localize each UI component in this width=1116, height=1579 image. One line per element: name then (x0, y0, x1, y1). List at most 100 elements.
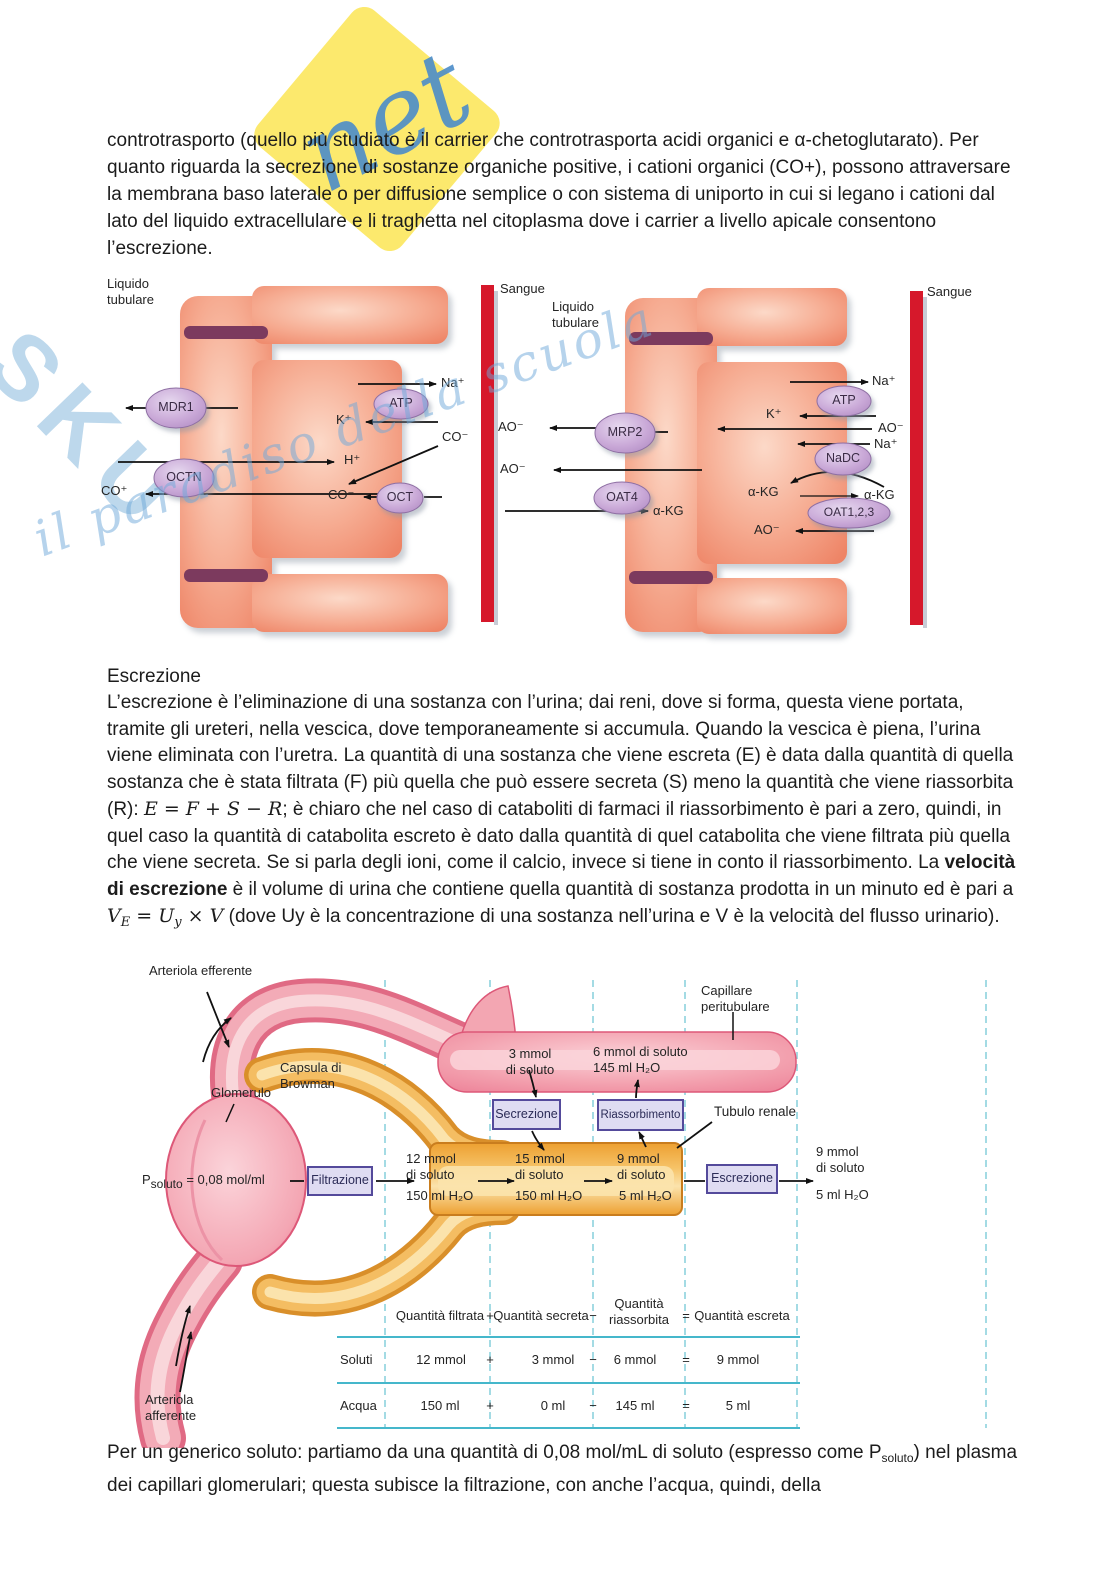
paragraph-1-text: controtrasporto (quello più studiato è i… (107, 130, 1011, 259)
cell-acqua-secreta: 0 ml (540, 1398, 566, 1413)
table-header-riassorbita: Quantità riassorbita (609, 1296, 669, 1327)
p-base: P (142, 1172, 151, 1187)
oct-label: OCT (386, 490, 414, 504)
na-top-label: Na⁺ (872, 373, 896, 388)
transporter-mrp2 (594, 412, 656, 454)
p-rest: = 0,08 mol/ml (182, 1172, 265, 1187)
na-mid-label: Na⁺ (874, 436, 898, 451)
mdr1-label: MDR1 (158, 400, 194, 414)
cell-acqua-filtrata: 150 ml (420, 1398, 460, 1413)
filtrazione-box (307, 1166, 373, 1196)
blood-label-right: Sangue (927, 284, 972, 299)
riassorbimento-box (597, 1099, 684, 1131)
tubulo-label: Tubulo renale (714, 1104, 797, 1119)
tubule-lumen-highlight (438, 1166, 674, 1196)
blood-bar-right (910, 291, 923, 625)
cell-acqua-riassorbita: 145 ml (615, 1398, 655, 1413)
secreted-amount-label: 3 mmol di soluto (505, 1046, 555, 1077)
f2-sub-y: y (174, 915, 182, 930)
cell-acqua-escreta: 5 ml (725, 1398, 751, 1413)
oat123-label: OAT1,2,3 (823, 505, 875, 519)
process-boxes (307, 1099, 778, 1196)
left-cell-shape (180, 286, 448, 632)
segment1-amount-label: 12 mmol di soluto (406, 1151, 456, 1182)
table-header-filtrata: Quantità filtrata (395, 1308, 485, 1323)
op-minus-r2: − (589, 1398, 597, 1413)
pump-atp-right (816, 385, 872, 417)
arteriola-afferente-label: Arteriola afferente (145, 1392, 197, 1423)
segment2-water-label: 150 ml H₂O (515, 1188, 583, 1203)
op-eq: = (682, 1308, 690, 1323)
section-heading: Escrezione (107, 666, 201, 687)
p3-b: ) nel plasma dei capillari glomerulari; … (107, 1442, 1018, 1496)
akg-in-label: α-KG (653, 503, 684, 518)
nadc-label: NaDC (825, 451, 861, 465)
table-rules (337, 1336, 800, 1429)
co-plus-label: CO⁺ (101, 483, 128, 498)
f2-eq-u: = U (130, 905, 175, 927)
op-plus-r2: + (486, 1398, 494, 1413)
capsula-label: Capsula di Browman (280, 1060, 342, 1091)
tight-junction (629, 332, 713, 345)
secrezione-label: Secrezione (495, 1107, 558, 1121)
op-eq-r2: = (682, 1398, 690, 1413)
p-sub: soluto (150, 1177, 183, 1191)
paragraph-controtrasporto: controtrasporto (quello più studiato è i… (107, 127, 1019, 262)
f2-times-v: × V (181, 905, 224, 927)
glomerulus-texture (190, 1119, 224, 1262)
segment1-water-label: 150 ml H₂O (406, 1188, 474, 1203)
capillare-label: Capillare peritubulare (701, 983, 770, 1014)
afferent-arteriole (134, 1237, 243, 1448)
cell-soluti-filtrata: 12 mmol (416, 1352, 466, 1367)
paragraph-generico-soluto: Per un generico soluto: partiamo da una … (107, 1437, 1019, 1501)
op-eq-r1: = (682, 1352, 690, 1367)
capillary-highlight (450, 1050, 780, 1070)
octn-label: OCTN (166, 470, 202, 484)
blood-bar-shadow (494, 291, 498, 625)
nephron-diagram (134, 978, 987, 1448)
table-header-escreta: Quantità escreta (694, 1308, 790, 1323)
cell-soluti-riassorbita: 6 mmol (613, 1352, 657, 1367)
cell-soluti-secreta: 3 mmol (531, 1352, 575, 1367)
transporter-oct (376, 482, 424, 514)
glomerulus (165, 1093, 307, 1267)
bold-velocita: velocità di escrezione (107, 852, 1016, 900)
segment3-water-label: 5 ml H₂O (619, 1188, 672, 1203)
p-soluto-label: Psoluto = 0,08 mol/ml (142, 1172, 265, 1191)
p2-end: (dove Uy è la concentrazione di una sost… (223, 906, 1000, 927)
p2-mid2: è il volume di urina che contiene quella… (227, 878, 1014, 900)
p3-a: Per un generico soluto: partiamo da una … (107, 1442, 882, 1463)
ao-bottom-label: AO⁻ (754, 522, 780, 537)
atp-right-label: ATP (832, 393, 856, 407)
co-minus-outer-label: CO⁻ (442, 429, 469, 444)
escrezione-label: Escrezione (711, 1171, 773, 1185)
row-label-acqua: Acqua (340, 1398, 377, 1413)
op-plus-r1: + (486, 1352, 494, 1367)
formula-ve: VE = Uy × V (107, 905, 224, 930)
mrp2-label: MRP2 (607, 425, 643, 439)
atp-left-label: ATP (389, 396, 413, 410)
formula-efsr: E = F + S − R (143, 798, 283, 820)
output-water-label: 5 ml H₂O (816, 1187, 869, 1202)
h-ion-label: H⁺ (344, 452, 361, 467)
ao-mid-label: AO⁻ (500, 461, 526, 476)
output-amount-label: 9 mmol di soluto (816, 1144, 865, 1175)
co-minus-inner-label: CO⁻ (328, 487, 355, 502)
riassorbimento-label: Riassorbimento (600, 1109, 681, 1121)
blood-label-left: Sangue (500, 281, 545, 296)
secrezione-box (492, 1099, 561, 1130)
transporter-oat4 (593, 481, 651, 515)
blood-bar-left (481, 285, 494, 622)
k-ion-label: K⁺ (336, 412, 352, 427)
transporter-oat123 (807, 497, 891, 529)
nephron-arrows (175, 991, 814, 1393)
lumen-label-left: Liquido tubulare (107, 276, 154, 307)
tight-junction (629, 571, 713, 584)
op-plus: + (486, 1308, 494, 1323)
f2-v: V (107, 905, 121, 927)
pump-atp-left (373, 388, 429, 420)
transporter-mdr1 (145, 387, 207, 429)
glomerulo-label: Glomerulo (211, 1085, 271, 1100)
na-ion-label: Na⁺ (441, 375, 465, 390)
